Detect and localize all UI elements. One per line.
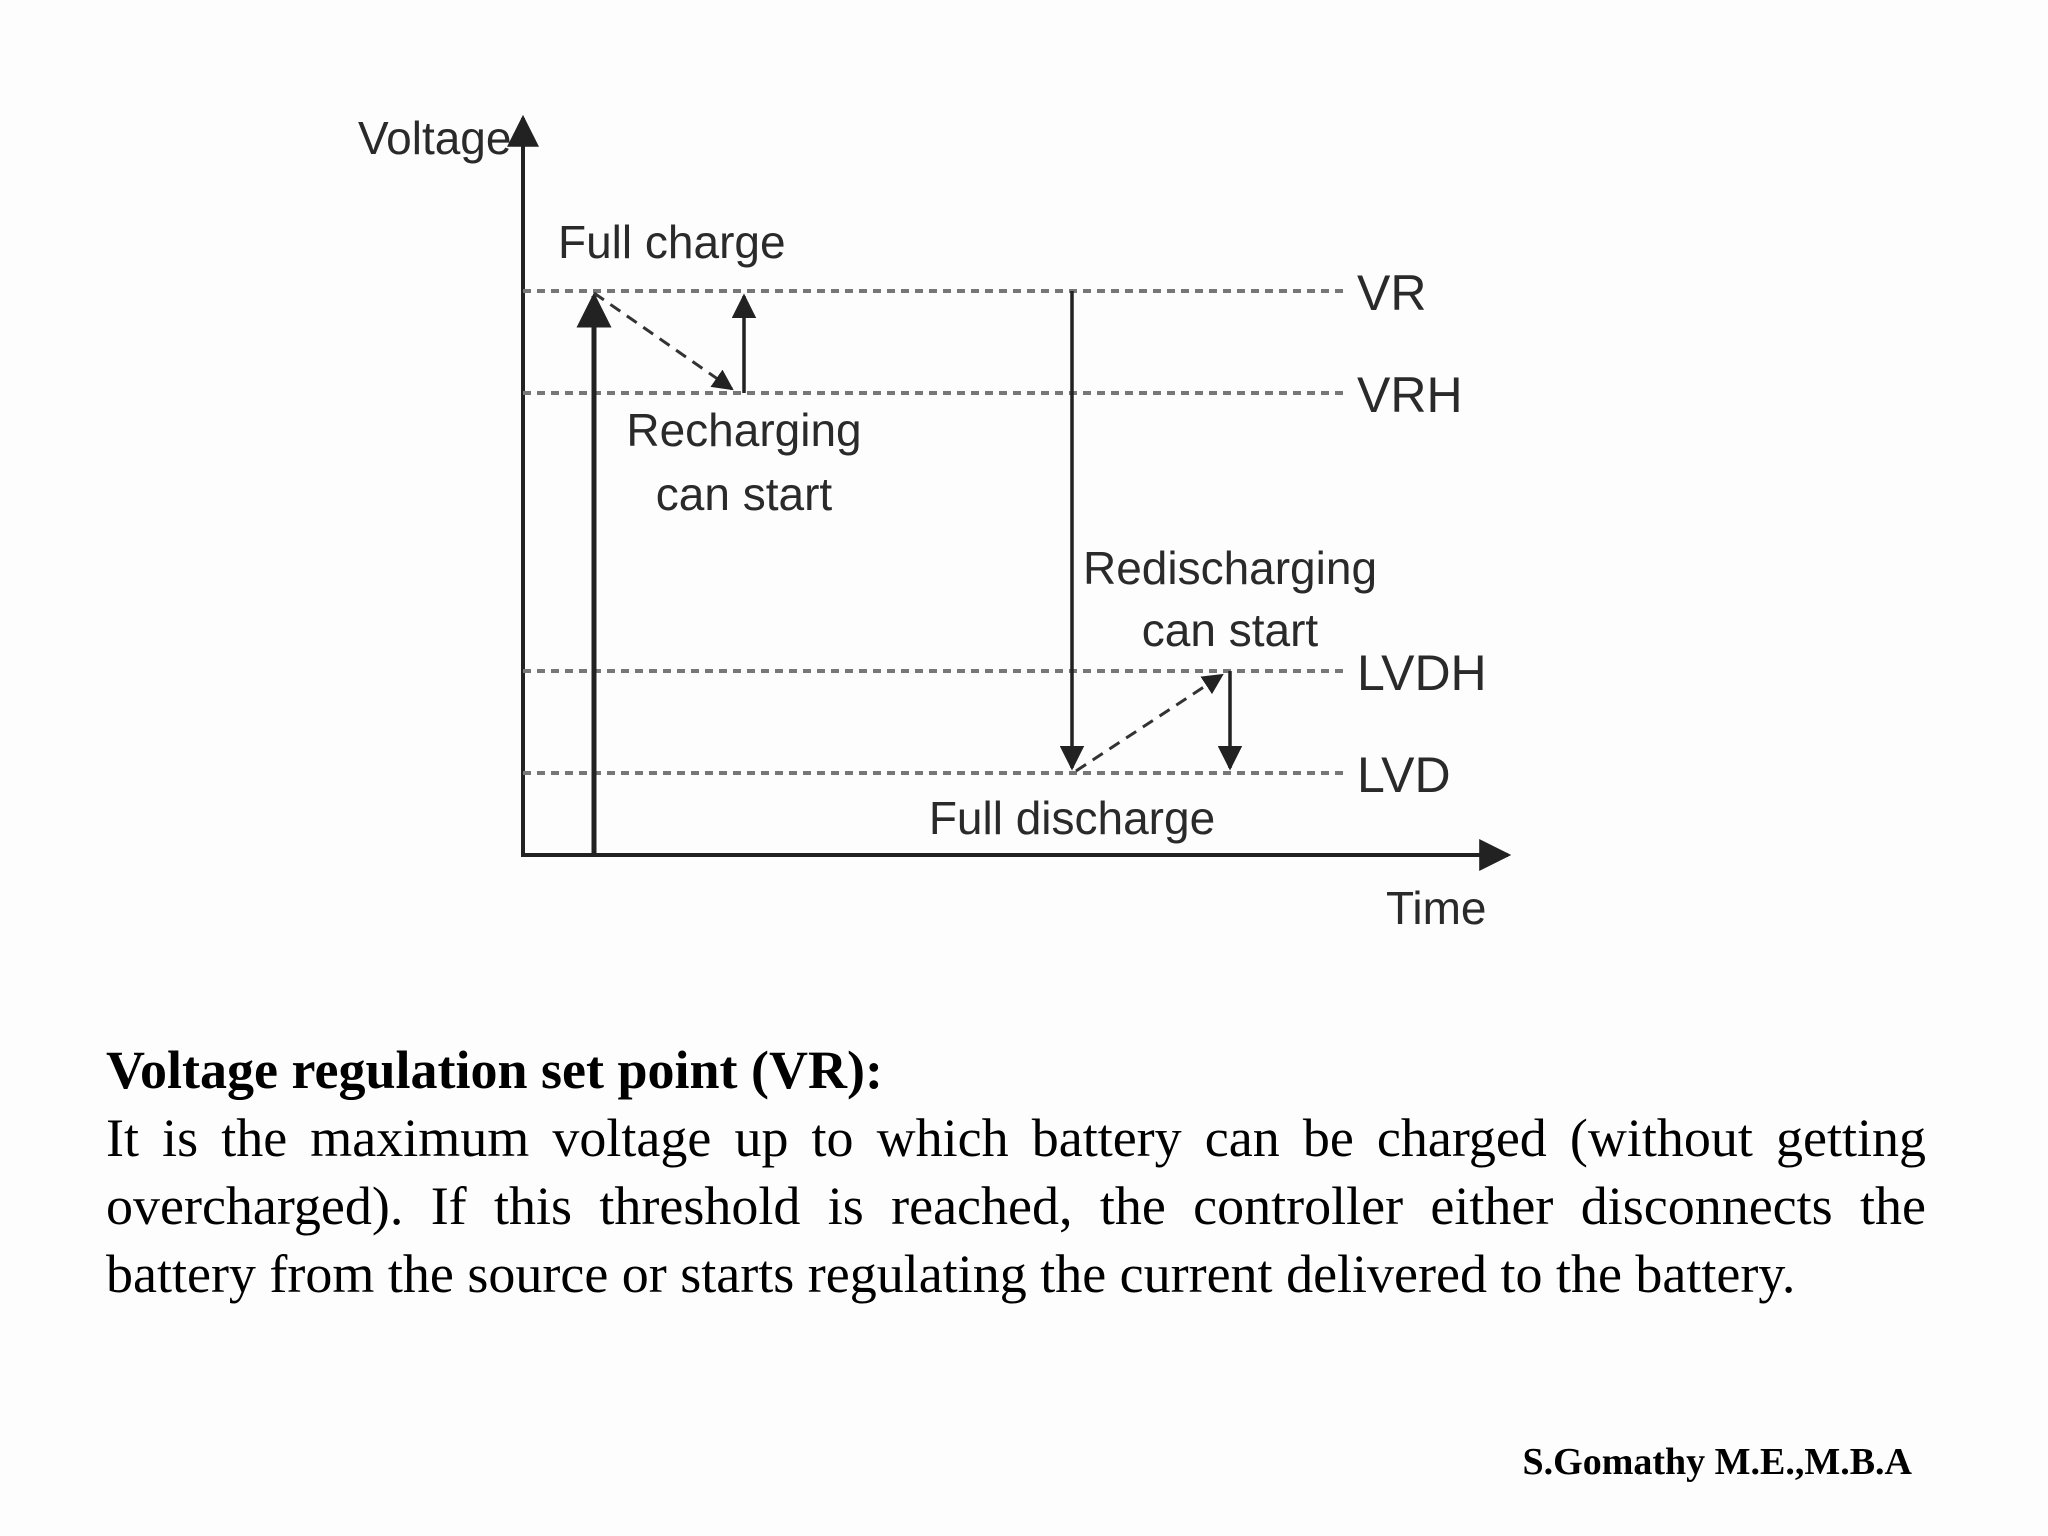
lvdh-level-label: LVDH <box>1357 645 1487 701</box>
full-charge-label: Full charge <box>558 216 786 268</box>
recovery-dashed-arrow <box>1075 673 1224 773</box>
self-discharge-dashed-arrow <box>593 291 734 391</box>
section-heading: Voltage regulation set point (VR): <box>106 1040 883 1100</box>
y-axis-label: Voltage <box>358 112 511 164</box>
description-paragraph: It is the maximum voltage up to which ba… <box>106 1108 1926 1304</box>
x-axis-label: Time <box>1386 882 1487 934</box>
full-discharge-label: Full discharge <box>929 792 1215 844</box>
recharging-label-line2: can start <box>656 468 833 520</box>
recharging-label-line1: Recharging <box>626 404 861 456</box>
lvd-level-label: LVD <box>1357 747 1451 803</box>
vr-level-label: VR <box>1357 265 1426 321</box>
redischarging-label-line2: can start <box>1142 604 1319 656</box>
description-block: Voltage regulation set point (VR): It is… <box>106 1036 1926 1308</box>
author-credit: S.Gomathy M.E.,M.B.A <box>1522 1441 1913 1483</box>
voltage-threshold-diagram: Voltage Time VR VRH LVDH LVD Full charge… <box>358 112 1512 934</box>
vrh-level-label: VRH <box>1357 367 1463 423</box>
redischarging-label-line1: Redischarging <box>1083 542 1377 594</box>
